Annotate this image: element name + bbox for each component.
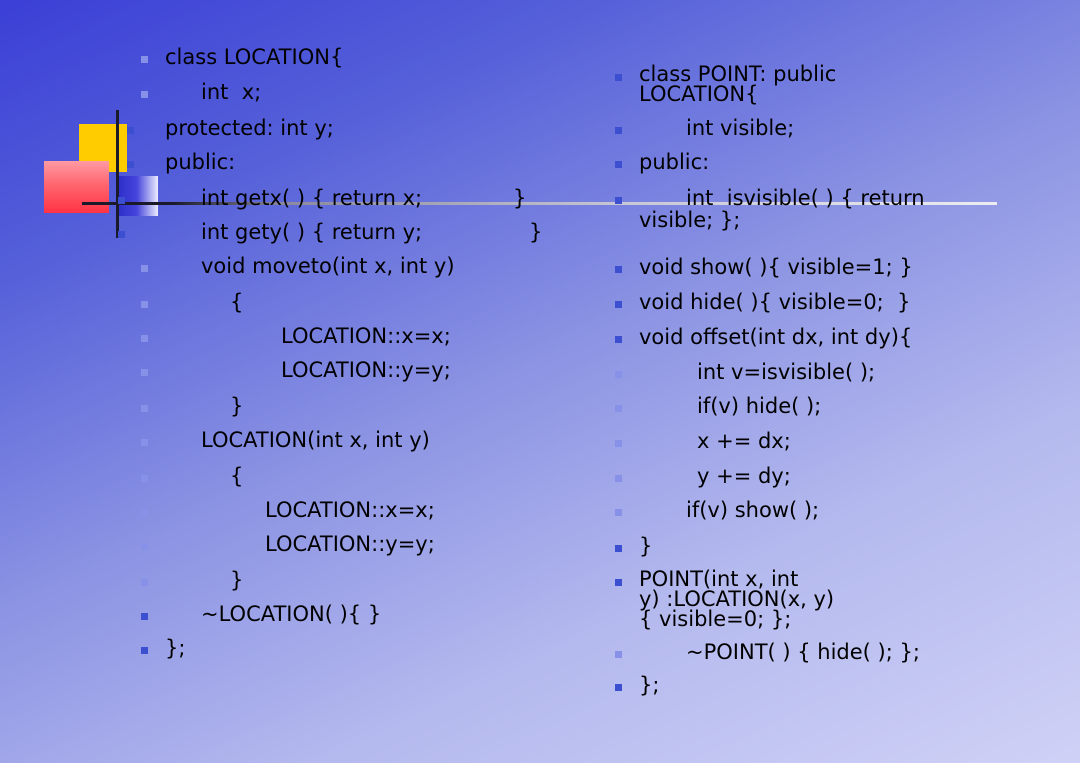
code-line: { [230,290,244,314]
bullet-icon [118,231,125,238]
bullet-icon [615,371,622,378]
bullet-icon [141,613,148,620]
bullet-icon [615,74,622,81]
code-line: public: [639,150,710,174]
bullet-icon [615,440,622,447]
bullet-icon [141,475,148,482]
code-line: int getx( ) { return x; [201,186,423,210]
code-line: if(v) show( ); [686,498,820,522]
bullet-icon [615,509,622,516]
code-line: public: [165,150,236,174]
bullet-icon [615,161,622,168]
code-line: LOCATION::x=x; [265,498,435,522]
bullet-icon [118,197,125,204]
bullet-icon [615,684,622,691]
code-line: void moveto(int x, int y) [201,254,455,278]
code-line: { visible=0; }; [639,607,792,631]
bullet-icon [141,543,148,550]
bullet-icon [615,127,622,134]
bullet-icon [141,56,148,63]
code-line: LOCATION{ [639,82,759,106]
code-line: } [639,534,653,558]
bullet-icon [127,161,134,168]
code-line: void offset(int dx, int dy){ [639,325,913,349]
code-line: y) :LOCATION(x, y) [639,587,835,611]
code-line: ~LOCATION( ){ } [201,602,382,626]
code-line: int v=isvisible( ); [697,360,876,384]
bullet-icon [615,266,622,273]
code-line: int visible; [686,116,795,140]
code-line: visible; }; [639,208,741,232]
code-line: LOCATION::x=x; [281,324,451,348]
code-line: { [230,464,244,488]
bullet-icon [141,301,148,308]
code-line: } [230,568,244,592]
code-line: LOCATION::y=y; [265,532,435,556]
bullet-icon [141,647,148,654]
code-line: POINT(int x, int [639,567,799,591]
code-line: void hide( ){ visible=0; } [639,290,911,314]
code-line: LOCATION(int x, int y) [201,428,430,452]
bullet-icon [141,405,148,412]
code-line: y += dy; [697,464,791,488]
code-line: int isvisible( ) { return [686,186,925,210]
code-line: class LOCATION{ [165,45,344,69]
bullet-icon [141,579,148,586]
bullet-icon [615,651,622,658]
code-line: protected: int y; [165,116,334,140]
code-line: }; [639,673,660,697]
code-line: int x; [201,80,262,104]
code-line-closing-brace: } [513,186,527,210]
code-line: } [230,394,244,418]
bullet-icon [141,335,148,342]
bullet-icon [615,475,622,482]
code-line: x += dx; [697,429,791,453]
bullet-icon [141,265,148,272]
bullet-icon [615,579,622,586]
bullet-icon [141,91,148,98]
code-line: void show( ){ visible=1; } [639,255,913,279]
code-line: }; [165,636,186,660]
code-line: LOCATION::y=y; [281,358,451,382]
bullet-icon [615,336,622,343]
code-line: class POINT: public [639,62,837,86]
bullet-icon [127,127,134,134]
bullet-icon [615,405,622,412]
bullet-icon [615,301,622,308]
bullet-icon [141,509,148,516]
code-line: ~POINT( ) { hide( ); }; [686,640,920,664]
bullet-icon [141,439,148,446]
code-line-closing-brace: } [529,220,543,244]
code-line: int gety( ) { return y; [201,220,423,244]
code-line: if(v) hide( ); [697,394,822,418]
bullet-icon [615,197,622,204]
bullet-icon [615,545,622,552]
bullet-icon [141,369,148,376]
